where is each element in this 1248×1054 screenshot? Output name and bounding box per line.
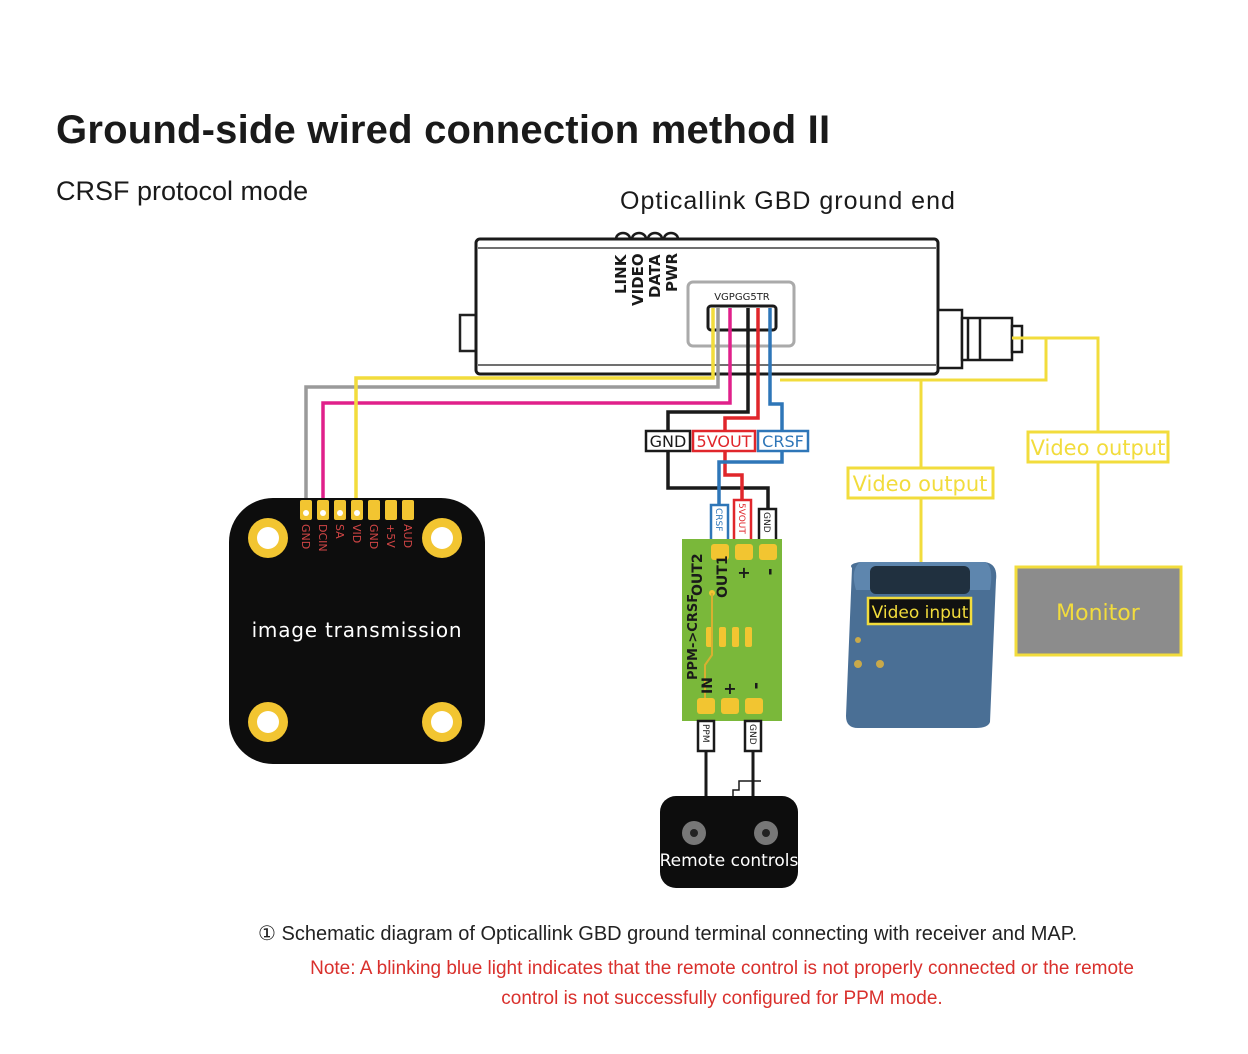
goggles-video-input-label: Video input: [872, 603, 969, 623]
vtx-pin-vid: VID: [350, 524, 363, 543]
conv-pin-gnd-bottom: GND: [747, 724, 757, 745]
bnc-connector: [936, 308, 1024, 370]
remote-wires: [704, 751, 761, 800]
image-transmission-board: GND DCIN SA VID GND +5V AUD image transm…: [229, 498, 485, 764]
page-title: Ground-side wired connection method II: [56, 108, 831, 152]
video-output-wires: [780, 336, 1100, 596]
conv-in: IN: [700, 677, 716, 694]
converter-wires: [666, 308, 784, 510]
wire-label-crsf: CRSF: [762, 432, 804, 451]
status-led-bumps: [614, 231, 680, 240]
vtx-pin-dcin: DCIN: [316, 524, 329, 552]
led-label-video: VIDEO: [629, 253, 647, 306]
video-goggles: Video input: [846, 562, 997, 728]
wire-labels: GND 5VOUT CRSF: [644, 429, 810, 453]
conv-plus-bottom: +: [723, 679, 736, 698]
remote-label: Remote controls: [660, 851, 799, 871]
ppm-crsf-converter: CRSF 5VOUT GND PPM->CRSF OUT2 OUT1 + - I…: [682, 498, 782, 753]
conv-plus-top: +: [737, 563, 750, 582]
wire-label-gnd: GND: [650, 432, 687, 451]
monitor: Monitor: [1014, 565, 1183, 657]
conv-pin-crsf: CRSF: [713, 508, 723, 531]
vtx-label: image transmission: [252, 618, 463, 642]
conv-minus-bottom: -: [746, 682, 767, 689]
gbd-ground-end: LINK VIDEO DATA PWR VGPGG5TR: [458, 231, 1024, 376]
conv-pin-ppm: PPM: [700, 724, 710, 743]
vtx-pin-5v: +5V: [384, 524, 397, 548]
vtx-wires: [304, 308, 732, 500]
note-line-1: Note: A blinking blue light indicates th…: [310, 958, 1134, 979]
gbd-device-label: Opticallink GBD ground end: [620, 187, 956, 215]
led-label-link: LINK: [612, 253, 630, 294]
note-line-2: control is not successfully configured f…: [501, 988, 943, 1009]
conv-pin-5vout: 5VOUT: [736, 503, 746, 534]
video-output-label-1: Video output: [853, 472, 988, 496]
vtx-pin-gnd2: GND: [367, 524, 380, 549]
led-label-pwr: PWR: [663, 252, 681, 292]
video-output-label-2: Video output: [1031, 436, 1166, 460]
vtx-pin-aud: AUD: [401, 524, 414, 548]
vtx-pin-gnd: GND: [299, 524, 312, 549]
led-label-data: DATA: [646, 254, 664, 298]
conv-pin-gnd-top: GND: [761, 512, 771, 533]
conv-out2: OUT2: [690, 553, 706, 596]
vtx-pin-sa: SA: [333, 524, 346, 539]
conv-name: PPM->CRSF: [686, 594, 701, 680]
conv-out1: OUT1: [715, 555, 731, 598]
wire-label-5vout: 5VOUT: [697, 432, 752, 451]
figure-caption: ① Schematic diagram of Opticallink GBD g…: [258, 923, 1078, 945]
conv-minus-top: -: [760, 568, 781, 575]
remote-controller: Remote controls: [660, 796, 799, 888]
pin-header-label: VGPGG5TR: [714, 292, 770, 303]
page-subtitle: CRSF protocol mode: [56, 176, 309, 206]
monitor-label: Monitor: [1056, 601, 1141, 626]
